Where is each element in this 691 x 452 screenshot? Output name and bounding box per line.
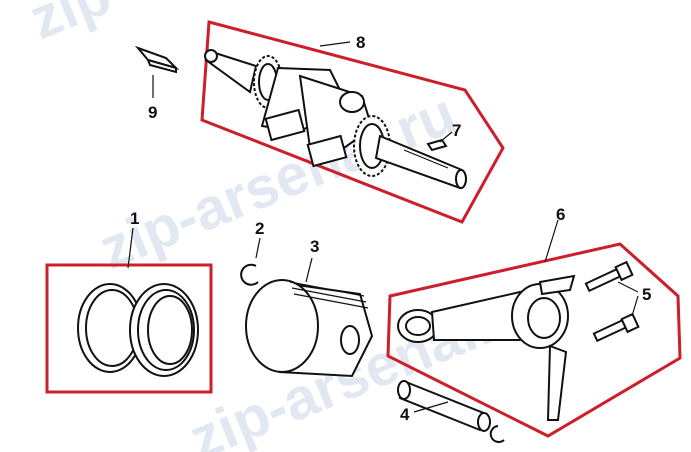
- connecting-rod-part: [397, 274, 576, 421]
- callout-9: 9: [148, 103, 157, 122]
- bolts-part: [584, 260, 640, 343]
- callout-5: 5: [642, 285, 651, 304]
- key-part: [426, 131, 453, 152]
- callout-4: 4: [400, 405, 410, 424]
- piston-part: [245, 257, 374, 378]
- callout-6: 6: [556, 205, 565, 224]
- circlip-part: [240, 237, 261, 286]
- key-small-part: [134, 45, 180, 98]
- piston-rings-leader: [127, 227, 134, 269]
- connecting-rod-frame: [386, 242, 682, 438]
- piston-rings-part: [77, 283, 199, 377]
- crankshaft-frame: [200, 20, 505, 224]
- crankshaft-leader: [319, 41, 351, 47]
- callout-3: 3: [310, 237, 319, 256]
- callout-1: 1: [130, 209, 139, 228]
- callout-8: 8: [356, 33, 365, 52]
- piston-pin-part: [397, 380, 505, 443]
- piston-rings-frame: [45, 263, 213, 394]
- callout-7: 7: [452, 121, 461, 140]
- callout-2: 2: [255, 219, 264, 238]
- connecting-rod-leader: [544, 219, 559, 263]
- crankshaft-part: [204, 49, 467, 190]
